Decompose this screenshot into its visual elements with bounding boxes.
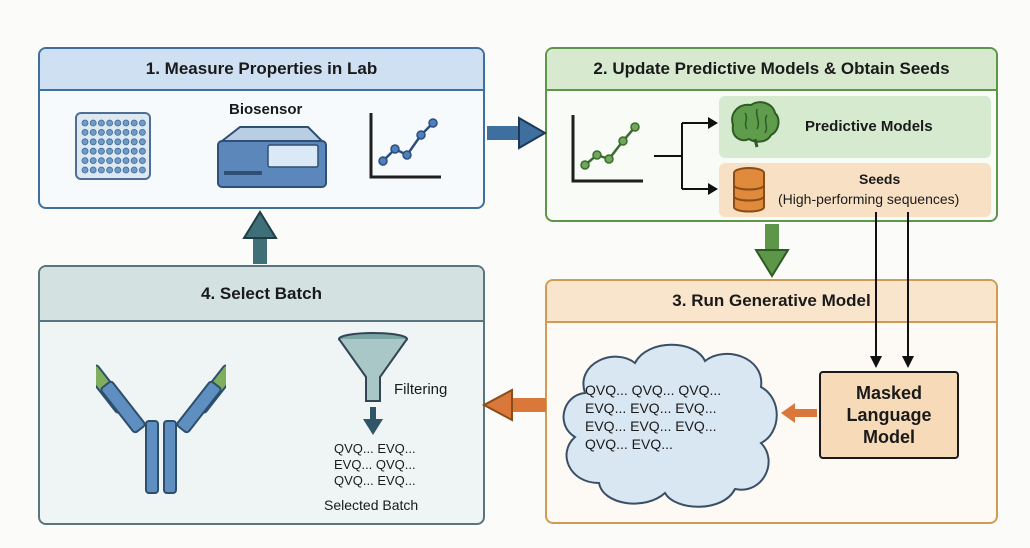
database-icon xyxy=(733,167,765,213)
arrow-step3-to-step4 xyxy=(481,388,546,422)
well xyxy=(130,166,138,174)
well xyxy=(97,128,105,136)
well xyxy=(122,128,130,136)
line-chart-icon xyxy=(369,113,441,179)
panel-measure: 1. Measure Properties in Lab Biosensor xyxy=(38,47,485,209)
well xyxy=(139,128,146,136)
well xyxy=(89,128,97,136)
well xyxy=(81,138,89,146)
well xyxy=(89,157,97,164)
well xyxy=(114,147,122,155)
selected-batch-label: Selected Batch xyxy=(324,497,419,513)
arrow-step2-to-step3 xyxy=(754,224,790,278)
well xyxy=(97,147,105,155)
well xyxy=(139,119,146,127)
mlm-line: Masked xyxy=(855,383,923,403)
cloud-row: EVQ... EVQ... EVQ... xyxy=(585,400,717,416)
well xyxy=(130,147,138,155)
well xyxy=(130,128,138,136)
well xyxy=(130,119,138,127)
well xyxy=(139,138,146,146)
well xyxy=(97,119,105,127)
well xyxy=(139,157,146,164)
well xyxy=(89,147,97,155)
cloud-sequences: QVQ... QVQ... QVQ... EVQ... EVQ... EVQ..… xyxy=(585,381,721,453)
biosensor-icon xyxy=(217,126,327,188)
well xyxy=(97,138,105,146)
panel-measure-title: 1. Measure Properties in Lab xyxy=(40,49,483,91)
arrow-step1-to-step2 xyxy=(487,116,547,150)
filter-funnel-icon xyxy=(338,332,408,435)
well xyxy=(130,157,138,164)
batch-row: QVQ... EVQ... xyxy=(334,473,416,488)
well xyxy=(114,157,122,164)
mlm-line: Language xyxy=(846,405,932,425)
well xyxy=(89,138,97,146)
predictive-models-label: Predictive Models xyxy=(805,118,933,135)
well xyxy=(114,138,122,146)
well xyxy=(97,166,105,174)
well xyxy=(81,157,89,164)
well xyxy=(89,166,97,174)
well xyxy=(114,128,122,136)
well xyxy=(97,157,105,164)
well xyxy=(81,147,89,155)
sequence-cloud xyxy=(562,343,778,508)
panel-select-title: 4. Select Batch xyxy=(40,267,483,322)
seed-feed-arrows xyxy=(870,212,914,368)
well xyxy=(139,166,146,174)
well xyxy=(81,119,89,127)
cloud-row: EVQ... EVQ... EVQ... xyxy=(585,418,717,434)
well-plate-icon xyxy=(75,112,151,180)
cloud-row: QVQ... QVQ... QVQ... xyxy=(585,382,722,398)
panel-select: 4. Select Batch Filtering QVQ... EVQ... … xyxy=(38,265,485,525)
panel-update: 2. Update Predictive Models & Obtain See… xyxy=(545,47,998,222)
well xyxy=(114,119,122,127)
well xyxy=(122,138,130,146)
arrow-step4-to-step1 xyxy=(242,210,278,264)
batch-row: EVQ... QVQ... xyxy=(334,457,416,472)
well xyxy=(106,166,113,174)
well xyxy=(81,128,89,136)
antibody-icon xyxy=(96,364,226,494)
panel-update-title: 2. Update Predictive Models & Obtain See… xyxy=(547,49,996,91)
well xyxy=(122,157,130,164)
branch-arrows-icon xyxy=(654,117,718,195)
well xyxy=(122,147,130,155)
selected-sequences: QVQ... EVQ... EVQ... QVQ... QVQ... EVQ..… xyxy=(334,441,416,489)
well xyxy=(106,119,113,127)
panel-generate: 3. Run Generative Model QVQ... QVQ... QV… xyxy=(545,279,998,524)
well xyxy=(122,166,130,174)
well xyxy=(139,147,146,155)
mlm-to-cloud-arrow xyxy=(781,403,817,423)
well xyxy=(122,119,130,127)
seeds-label: Seeds xyxy=(859,171,901,187)
well xyxy=(106,157,113,164)
well xyxy=(106,128,113,136)
batch-row: QVQ... EVQ... xyxy=(334,441,416,456)
filtering-label: Filtering xyxy=(394,381,448,398)
seeds-sublabel: (High-performing sequences) xyxy=(778,191,960,207)
well xyxy=(89,119,97,127)
brain-icon xyxy=(731,101,780,148)
biosensor-label: Biosensor xyxy=(229,101,303,118)
well xyxy=(130,138,138,146)
panel-generate-title: 3. Run Generative Model xyxy=(547,281,996,323)
well xyxy=(81,166,89,174)
well xyxy=(106,138,113,146)
mlm-line: Model xyxy=(863,427,915,447)
well xyxy=(114,166,122,174)
masked-language-model-box: Masked Language Model xyxy=(819,371,959,459)
results-chart-icon xyxy=(571,115,643,183)
well xyxy=(106,147,113,155)
cloud-row: QVQ... EVQ... xyxy=(585,436,673,452)
